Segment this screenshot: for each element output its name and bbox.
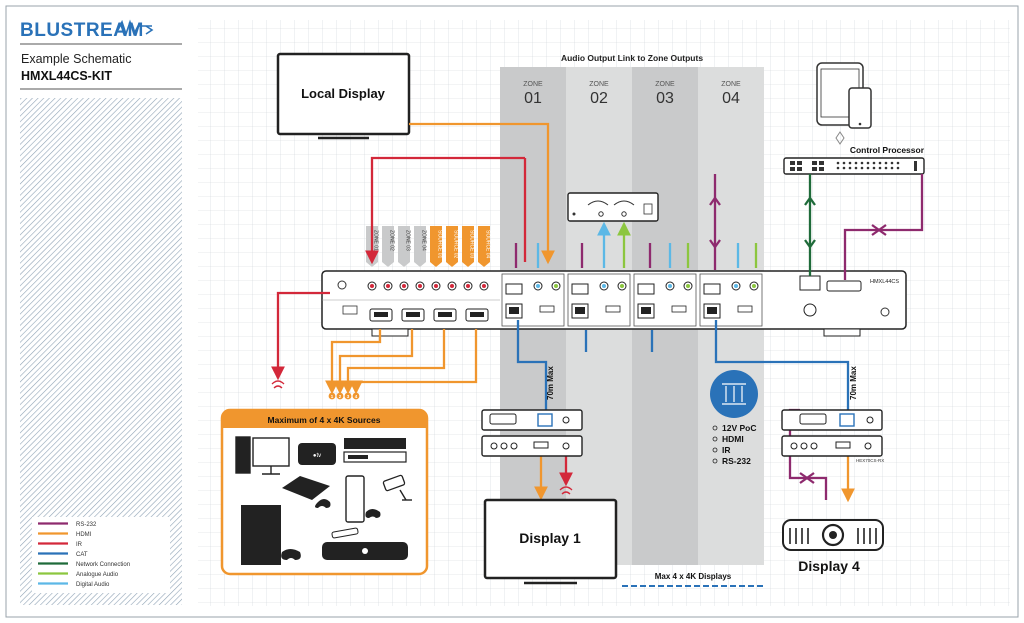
- hdbaset-feature: 12V PoC: [722, 423, 757, 433]
- legend-item: RS-232: [38, 522, 97, 528]
- zone-title: ZONE: [655, 81, 675, 88]
- cctv-camera-icon: [382, 474, 412, 501]
- xbox-icon: [345, 475, 381, 523]
- legend-label: RS-232: [76, 522, 97, 528]
- port-tag-label: SOURCE 02: [453, 230, 459, 259]
- distance-left-label: 70m Max: [546, 366, 555, 400]
- legend-item: Network Connection: [38, 562, 130, 568]
- local-display-label: Local Display: [301, 86, 386, 101]
- hdbaset-feature: IR: [722, 445, 731, 455]
- ps4-icon: [241, 505, 301, 565]
- kit-model: HMXL44CS-KIT: [21, 69, 112, 83]
- port-tag: SOURCE 04: [478, 226, 491, 267]
- legend-label: IR: [76, 542, 83, 548]
- port-tag: ZONE 02: [382, 226, 395, 267]
- set-top-box-icon: [343, 438, 407, 463]
- port-tag-label: ZONE 01: [373, 230, 379, 251]
- matrix-port-tags: ZONE 01 ZONE 02 ZONE 03 ZONE 04 SOURCE 01 SOU…: [366, 226, 491, 267]
- zone-number: 01: [524, 90, 542, 107]
- sidebar: BLUSTREAM Example Schematic HMXL44CS-KIT…: [20, 19, 182, 605]
- legend-item: CAT: [38, 552, 88, 558]
- port-tag: ZONE 03: [398, 226, 411, 267]
- sources-box: Maximum of 4 x 4K Sources ●tv: [220, 408, 429, 576]
- legend-label: Digital Audio: [76, 582, 110, 588]
- legend-item: Analogue Audio: [38, 572, 119, 578]
- audio-amplifier: [567, 192, 659, 222]
- pc-icon: [235, 436, 290, 475]
- matrix-switch: HMXL44CS: [321, 270, 907, 337]
- zone-number: 02: [590, 90, 608, 107]
- legend-item: HDMI: [38, 532, 92, 538]
- zone-title: ZONE: [589, 81, 609, 88]
- ir-emitter-icon: [271, 380, 573, 495]
- port-tag-label: SOURCE 03: [469, 230, 475, 259]
- hdbaset-feature: HDMI: [722, 434, 744, 444]
- zone-labels: ZONE 01 ZONE 02 ZONE 03 ZONE 04: [523, 81, 741, 107]
- display-1: Display 1: [483, 498, 618, 585]
- audio-link-label: Audio Output Link to Zone Outputs: [561, 53, 703, 63]
- legend-item: Digital Audio: [38, 582, 110, 588]
- max-displays-label: Max 4 x 4K Displays: [655, 572, 732, 581]
- port-tag-label: ZONE 03: [405, 230, 411, 251]
- zone-number: 04: [722, 90, 740, 107]
- hdbaset-badge-icon: [710, 370, 758, 418]
- brand-logo: BLUSTREAM: [20, 20, 144, 41]
- legend-item: IR: [38, 542, 83, 548]
- source-number: 2: [339, 394, 342, 399]
- brand-arrow-icon: [145, 25, 154, 35]
- port-tag: ZONE 04: [414, 226, 427, 267]
- port-tag-label: ZONE 04: [421, 230, 427, 251]
- legend-label: CAT: [76, 552, 88, 558]
- brand-wave-icon: [117, 19, 152, 37]
- apple-tv-icon: ●tv: [298, 443, 336, 465]
- receiver-model-label: HEX70CS-RX: [856, 458, 884, 463]
- legend-label: Network Connection: [76, 562, 130, 568]
- source-number: 4: [355, 394, 358, 399]
- zone4-receiver: HEX70CS-RX: [781, 409, 884, 463]
- svg-text:●tv: ●tv: [313, 453, 321, 459]
- cables: [271, 122, 924, 503]
- local-display: Local Display: [276, 52, 411, 140]
- port-tag-label: SOURCE 04: [485, 230, 491, 259]
- source-number: 1: [331, 394, 334, 399]
- display-4-projector: Display 4: [782, 519, 884, 574]
- source-number: 3: [347, 394, 350, 399]
- distance-right-label: 70m Max: [849, 366, 858, 400]
- port-tag-label: SOURCE 01: [437, 230, 443, 259]
- sources-box-title: Maximum of 4 x 4K Sources: [268, 415, 381, 425]
- control-processor: Control Processor: [783, 145, 925, 175]
- zone1-transmitter: [481, 409, 583, 457]
- control-processor-label: Control Processor: [850, 145, 925, 155]
- game-console-icon: [282, 476, 331, 508]
- zone-number: 03: [656, 90, 674, 107]
- zone-title: ZONE: [523, 81, 543, 88]
- port-tag: SOURCE 01: [430, 226, 443, 267]
- zone-title: ZONE: [721, 81, 741, 88]
- display-4-label: Display 4: [798, 558, 860, 574]
- schematic-subtitle: Example Schematic: [21, 52, 131, 66]
- port-tag: SOURCE 03: [462, 226, 475, 267]
- tablet-phone-icon: [816, 62, 872, 145]
- display-1-label: Display 1: [519, 530, 581, 546]
- port-tag-label: ZONE 02: [389, 230, 395, 251]
- legend-label: Analogue Audio: [76, 572, 119, 578]
- satellite-receiver-icon: [322, 527, 408, 560]
- legend-label: HDMI: [76, 532, 92, 538]
- port-tag: SOURCE 02: [446, 226, 459, 267]
- hdbaset-feature: RS-232: [722, 456, 751, 466]
- matrix-model-label: HMXL44CS: [870, 279, 899, 285]
